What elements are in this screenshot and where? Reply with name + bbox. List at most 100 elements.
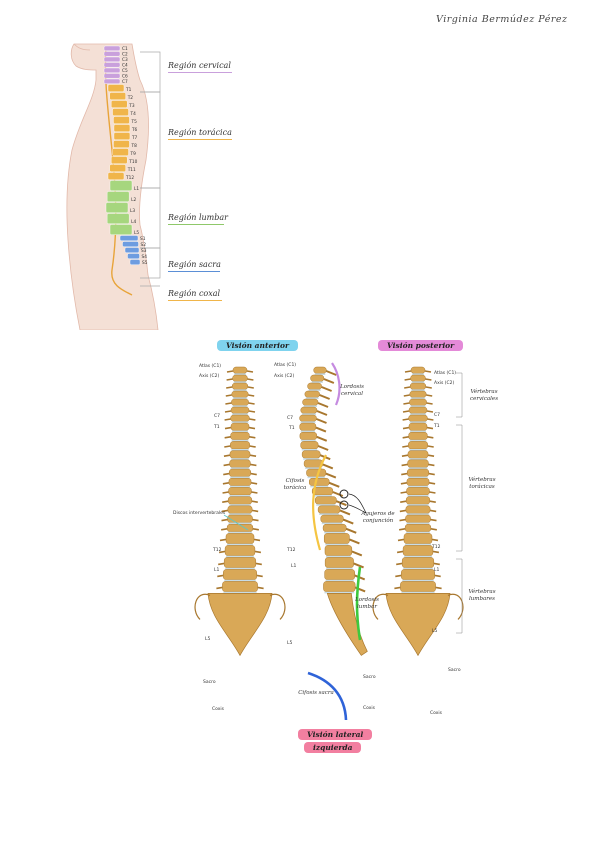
posterior-col-process [400,482,436,485]
lateral-col-process [328,481,340,488]
lateral-col-disc [303,458,320,460]
anterior-discs-label: Discos intervertebrales [173,511,226,516]
lateral-col-process [336,500,347,507]
posterior-col-process [402,410,434,413]
side-vertebra-t6 [113,124,131,132]
lateral-col-vertebra [323,533,350,545]
posterior-col-disc [403,567,433,570]
posterior-col-vertebra [410,374,426,382]
region-thoracic-label: Región torácica [168,128,232,137]
posterior-col-disc [407,504,429,506]
lateral-col-disc [324,591,355,594]
lateral-spine-column [299,366,368,656]
posterior-col-vertebra [401,569,435,581]
anterior-col-disc [231,439,249,442]
posterior-col-vertebra [409,398,427,406]
posterior-col-process [402,445,434,448]
anterior-col-vertebra [231,390,249,398]
lateral-col-vertebra [301,450,321,459]
lateral-col-disc [325,579,354,582]
lateral-col-process [342,518,354,525]
side-vertebra-label: C7 [122,79,128,85]
anterior-col-process [225,402,255,405]
posterior-col-disc [411,389,425,391]
anterior-col-process [224,426,256,430]
side-vertebra-label: C3 [122,57,128,63]
posterior-col-disc [408,458,428,460]
posterior-col-vertebra [409,382,427,390]
posterior-col-disc [405,543,431,546]
cifosis-toracica-curve [312,454,327,551]
side-vertebra-label: C6 [122,73,128,79]
lateral-col-disc [311,381,323,383]
lateral-col-disc [319,513,339,515]
posterior-t12-label: T12 [432,545,441,550]
region-lumbar-label: Región lumbar [168,213,228,222]
lateral-col-disc [325,543,349,546]
side-vertebra-t7 [113,132,131,140]
lateral-col-disc [313,495,332,497]
region-brackets [140,51,161,287]
lateral-col-process [321,386,332,392]
side-vertebra-label: T11 [127,167,136,173]
author-name: Virginia Bermúdez Pérez [436,14,568,25]
anterior-col-process [224,418,256,421]
lateral-l5-label: L5 [287,641,293,646]
posterior-col-process [396,562,440,566]
side-vertebra-label: T2 [127,95,134,101]
anterior-col-process [217,574,263,578]
side-vertebra-label: T3 [128,103,135,109]
posterior-l5-label: L5 [432,629,438,634]
posterior-sacrum-label: Sacro [448,668,461,673]
lateral-c7-label: C7 [287,416,294,421]
lateral-col-vertebra [320,514,344,523]
anterior-coccyx-label: Coxis [212,707,225,712]
posterior-col-disc [408,467,428,469]
posterior-col-vertebra [408,422,428,431]
posterior-col-disc [410,413,426,415]
lateral-t12-label: T12 [287,548,296,553]
lateral-col-process [322,463,334,470]
side-vertebra-c1 [103,45,121,51]
anterior-col-disc [231,449,249,451]
region-coxal-label: Región coxal [168,289,221,298]
anterior-col-process [216,586,264,590]
anterior-col-vertebra [222,581,258,593]
lateral-col-sacrum [326,593,368,656]
lateral-col-disc [301,413,316,415]
side-vertebra-l2 [106,191,130,202]
posterior-col-disc [406,531,430,534]
lateral-col-process [316,435,328,442]
side-vertebra-t1 [107,84,125,92]
agujero-circle-1 [339,489,349,499]
posterior-col-vertebra [408,406,428,414]
lateral-col-vertebra [322,523,347,533]
lateral-view-title-line2: izquierda [304,742,362,753]
posterior-col-disc [406,513,430,515]
lateral-col-process [315,426,327,433]
side-vertebra-t8 [113,140,130,148]
posterior-c7-label: C7 [434,413,441,418]
anterior-col-sacrum [207,593,273,657]
lateral-col-disc [310,485,329,488]
lordosis-cervical-label: Lordosis cervical [340,384,364,398]
anterior-col-process [225,394,255,397]
posterior-col-vertebra [407,468,429,477]
posterior-col-vertebra [407,459,429,468]
lateral-col-disc [300,421,316,423]
side-vertebra-c3 [103,56,121,62]
anterior-col-process [224,436,256,439]
posterior-col-disc [410,397,426,399]
side-vertebra-t5 [113,116,130,124]
anterior-col-disc [232,405,248,407]
lateral-col-vertebra [324,557,354,569]
side-vertebra-label: T5 [130,119,137,125]
side-vertebra-label: L2 [131,197,136,203]
side-vertebra-t4 [112,108,129,116]
lateral-col-vertebra [324,545,353,557]
anterior-col-disc [228,513,252,515]
vertebras-cervicales-label: Vértebras cervicales [469,389,499,403]
lateral-col-process [317,402,329,408]
posterior-col-vertebra [405,514,431,523]
cifosis-toracica-label: Cifosis torácica [283,478,307,492]
